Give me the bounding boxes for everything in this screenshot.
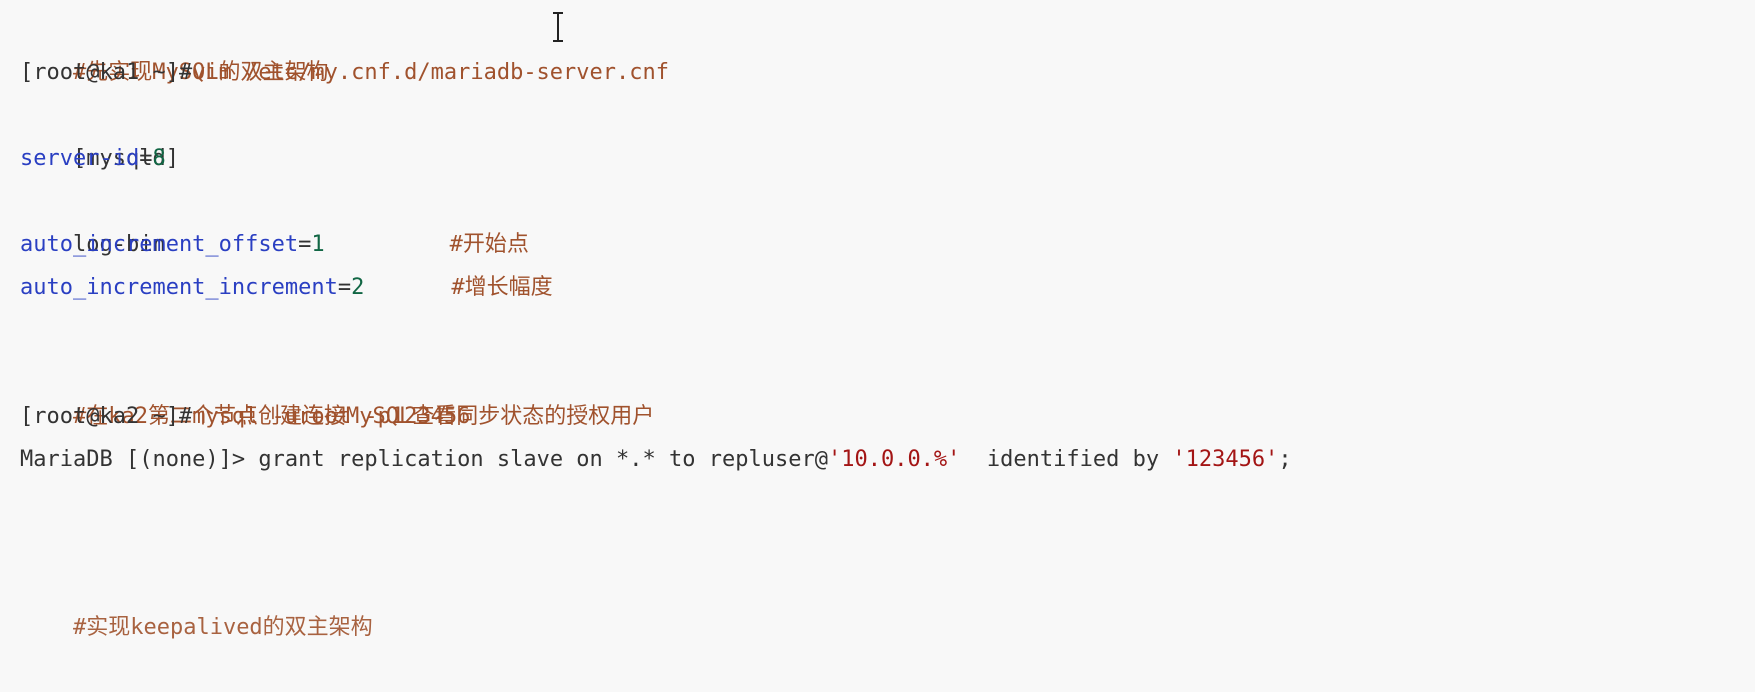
config-key-server-id: server-id (20, 146, 140, 171)
code-line-11: MariaDB [(none)]> grant replication slav… (20, 438, 1755, 481)
blank-line (20, 524, 1755, 567)
comment-create-user: #在ka2第二个节点创建连接MySQL查看同步状态的授权用户 (72, 404, 655, 429)
grant-identified-by: identified by (960, 447, 1173, 472)
equals-sign: = (337, 275, 352, 300)
code-line-7: auto_increment_increment=2 #增长幅度 (20, 266, 1755, 309)
code-line-5: log-bin (20, 180, 1755, 257)
config-value-offset: 1 (311, 232, 325, 257)
config-value-server-id: 8 (152, 146, 166, 171)
blank-line (20, 481, 1755, 524)
config-key-offset: auto_increment_offset (20, 232, 299, 257)
equals-sign: = (139, 146, 153, 171)
command-vim: vim /etc/my.cnf.d/mariadb-server.cnf (192, 60, 670, 85)
command-mysql: mysql -uroot -p123456 (192, 404, 471, 429)
config-log-bin: log-bin (72, 232, 166, 257)
blank-line (20, 309, 1755, 352)
config-section: [mysqld] (72, 146, 179, 171)
mariadb-prompt: MariaDB [(none)]> (20, 447, 259, 472)
code-line-partial: #实现keepalived的双主架构 (20, 563, 1755, 640)
shell-prompt-ka1: [root@ka1 ~]# (20, 60, 193, 85)
comment-start-point: #开始点 (449, 232, 529, 257)
code-line-4: server-id=8 (20, 137, 1755, 180)
code-line-1: #先实现MySQL的双主架构 (20, 8, 1755, 85)
comment-dual-master: #先实现MySQL的双主架构 (72, 60, 329, 85)
equals-sign: = (298, 232, 312, 257)
code-line-6: auto_increment_offset=1 #开始点 (20, 223, 1755, 266)
statement-terminator: ; (1278, 447, 1292, 472)
code-line-10: [root@ka2 ~]#mysql -uroot -p123456 (20, 395, 1755, 438)
code-block[interactable]: #先实现MySQL的双主架构 [root@ka1 ~]#vim /etc/my.… (0, 0, 1755, 640)
text-cursor-icon (553, 12, 563, 42)
config-value-increment: 2 (351, 275, 365, 300)
code-line-3: [mysqld] (20, 94, 1755, 171)
code-line-9: #在ka2第二个节点创建连接MySQL查看同步状态的授权用户 (20, 352, 1755, 429)
shell-prompt-ka2: [root@ka2 ~]# (20, 404, 193, 429)
comment-increment-step: #增长幅度 (451, 275, 553, 300)
code-line-2: [root@ka1 ~]#vim /etc/my.cnf.d/mariadb-s… (20, 51, 1755, 94)
grant-password-string: '123456' (1172, 447, 1279, 472)
grant-host-string: '10.0.0.%' (827, 447, 961, 472)
grant-statement: grant replication slave on *.* to replus… (258, 447, 828, 472)
config-key-increment: auto_increment_increment (20, 275, 338, 300)
comment-keepalived-partial: #实现keepalived的双主架构 (72, 615, 373, 640)
